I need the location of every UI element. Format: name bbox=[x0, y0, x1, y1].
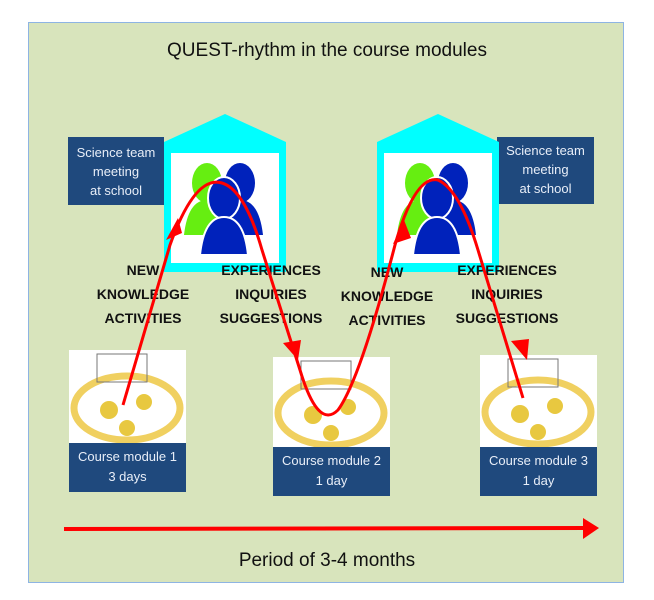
module-name: Course module 1 bbox=[78, 449, 177, 464]
phase-line: SUGGESTIONS bbox=[455, 310, 559, 326]
arrow-up-icon bbox=[393, 220, 411, 244]
module-name: Course module 3 bbox=[489, 453, 588, 468]
course-module-1: Course module 1 3 days bbox=[69, 350, 186, 492]
module-caption: Course module 1 3 days bbox=[69, 443, 186, 492]
module-caption: Course module 2 1 day bbox=[273, 447, 390, 496]
rhythm-curve bbox=[121, 178, 525, 417]
meeting-label-2: Science team meeting at school bbox=[497, 137, 594, 204]
meeting-line: meeting bbox=[92, 164, 140, 179]
phase-label-1: NEW KNOWLEDGE ACTIVITIES bbox=[78, 258, 208, 330]
arrow-down-icon bbox=[511, 339, 529, 360]
classroom-illustration bbox=[273, 357, 390, 447]
meeting-line: Science team bbox=[506, 143, 585, 158]
module-name: Course module 2 bbox=[282, 453, 381, 468]
course-module-3: Course module 3 1 day bbox=[480, 355, 597, 496]
timeline-arrow bbox=[63, 526, 586, 531]
timeline-arrowhead-icon bbox=[583, 518, 599, 539]
phase-line: EXPERIENCES bbox=[221, 262, 321, 278]
meeting-line: at school bbox=[519, 181, 572, 196]
course-module-2: Course module 2 1 day bbox=[273, 357, 390, 496]
classroom-illustration bbox=[480, 355, 597, 447]
meeting-line: Science team bbox=[76, 145, 156, 160]
phase-line: NEW bbox=[126, 262, 160, 278]
phase-line: SUGGESTIONS bbox=[219, 310, 323, 326]
meeting-line: at school bbox=[89, 183, 143, 198]
phase-line: KNOWLEDGE bbox=[96, 286, 190, 302]
phase-label-2: EXPERIENCES INQUIRIES SUGGESTIONS bbox=[206, 258, 336, 330]
module-duration: 1 day bbox=[315, 473, 348, 488]
phase-line: INQUIRIES bbox=[235, 286, 307, 302]
arrow-down-icon bbox=[283, 340, 301, 360]
timeline-label: Period of 3-4 months bbox=[238, 550, 416, 571]
module-caption: Course module 3 1 day bbox=[480, 447, 597, 496]
module-duration: 1 day bbox=[522, 473, 555, 488]
meeting-line: meeting bbox=[522, 162, 569, 177]
classroom-illustration bbox=[69, 350, 186, 443]
phase-line: ACTIVITIES bbox=[104, 310, 182, 326]
phase-line: KNOWLEDGE bbox=[340, 288, 434, 304]
module-duration: 3 days bbox=[108, 469, 147, 484]
meeting-label-1: Science team meeting at school bbox=[68, 137, 164, 205]
arrow-up-icon bbox=[166, 218, 182, 240]
people-icon bbox=[184, 163, 263, 256]
diagram-title: QUEST-rhythm in the course modules bbox=[167, 40, 487, 61]
phase-line: ACTIVITIES bbox=[348, 312, 426, 328]
